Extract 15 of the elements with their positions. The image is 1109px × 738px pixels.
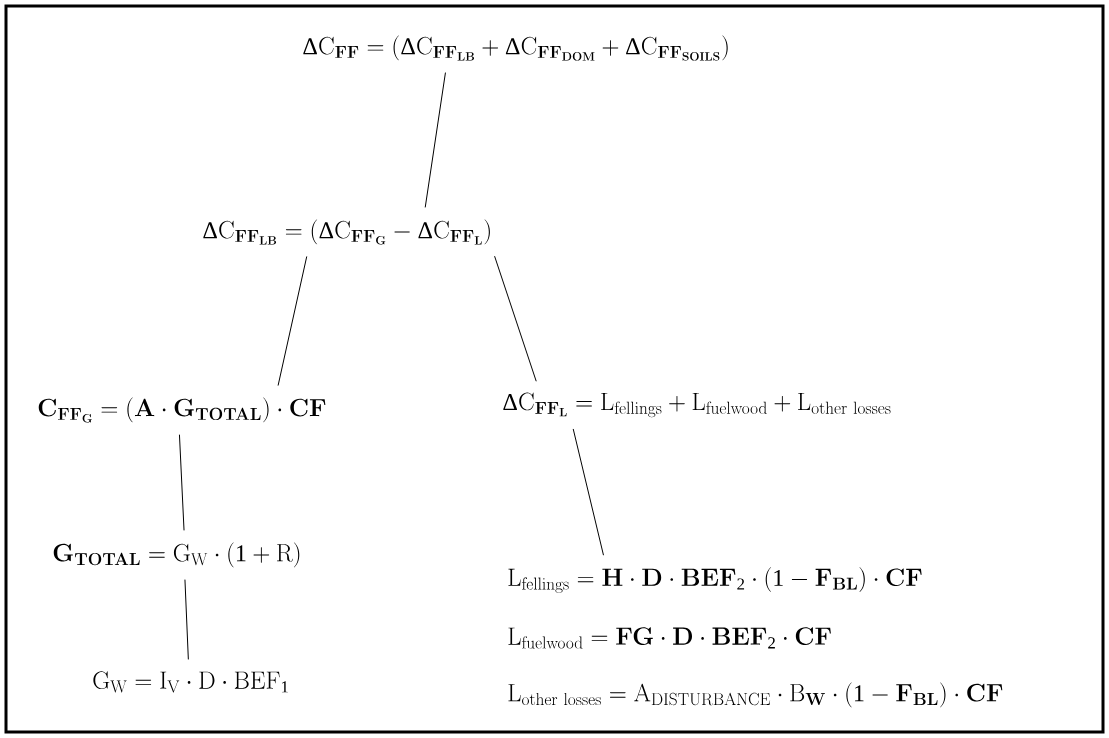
connector-line	[277, 255, 308, 387]
formula: $\mathbf{C}_{\mathbf{FF}_{\mathbf{G}}} = (\mathbf{A} \cdot \mathbf{G}_{\mathbf{TOTAL}}) \cdot \mathbf{CF}$	[38, 397, 326, 423]
formula: $\mathbf{G}_{\mathbf{TOTAL}} = \mathrm{G}_{\mathrm{W}} \cdot (1 + \mathrm{R})$	[53, 542, 300, 568]
formula: $\mathrm{L}_{\mathrm{other\ losses}} = \mathrm{A}_{\mathrm{DISTURBANCE}} \cdot \mathrm{B}_{\mathbf{W}} \cdot (1 - \mathbf{F}_{\mathbf{BL}}) \cdot \mathbf{CF}$	[508, 682, 1003, 708]
connector-line	[184, 579, 189, 660]
connector-line	[494, 255, 537, 382]
connector-line	[178, 434, 185, 531]
formula: $\mathrm{G}_{\mathrm{W}} = \mathrm{I}_{\mathrm{V}} \cdot \mathrm{D} \cdot \mathrm{BEF}_{1}$	[93, 671, 288, 693]
connector-line	[572, 428, 604, 556]
formula: $\mathrm{L}_{\mathrm{fuelwood}} = \mathbf{FG} \cdot \mathbf{D} \cdot \mathbf{BEF}_{\mathbf{2}} \cdot \mathbf{CF}$	[508, 627, 831, 649]
formula: $\mathrm{L}_{\mathrm{fellings}} = \mathbf{H} \cdot \mathbf{D} \cdot \mathbf{BEF}_{\mathbf{2}} \cdot (1 - \mathbf{F}_{\mathbf{BL}}) \cdot \mathbf{CF}$	[508, 567, 922, 594]
connector-line	[424, 72, 446, 208]
formula: $\Delta \mathrm{C}_{\mathbf{FF}} = (\Delta \mathrm{C}_{\mathbf{FF}_{\mathbf{LB}}} + \Delta \mathrm{C}_{\mathbf{FF}_{\mathbf{DOM}}} + \Delta \mathrm{C}_{\mathbf{FF}_{\mathbf{SOILS}}})$	[303, 35, 728, 61]
formula: $\Delta \mathrm{C}_{\mathbf{FF}_{\mathbf{L}}} = \mathrm{L}_{\mathrm{fellings}} + \mathrm{L}_{\mathrm{fuelwood}} + \mathrm{L}_{\mathrm{other\ losses}}$	[503, 392, 891, 418]
formula: $\Delta \mathrm{C}_{\mathbf{FF}_{\mathbf{LB}}} = (\Delta \mathrm{C}_{\mathbf{FF}_{\mathbf{G}}} - \Delta \mathrm{C}_{\mathbf{FF}_{\mathbf{L}}})$	[203, 219, 490, 245]
